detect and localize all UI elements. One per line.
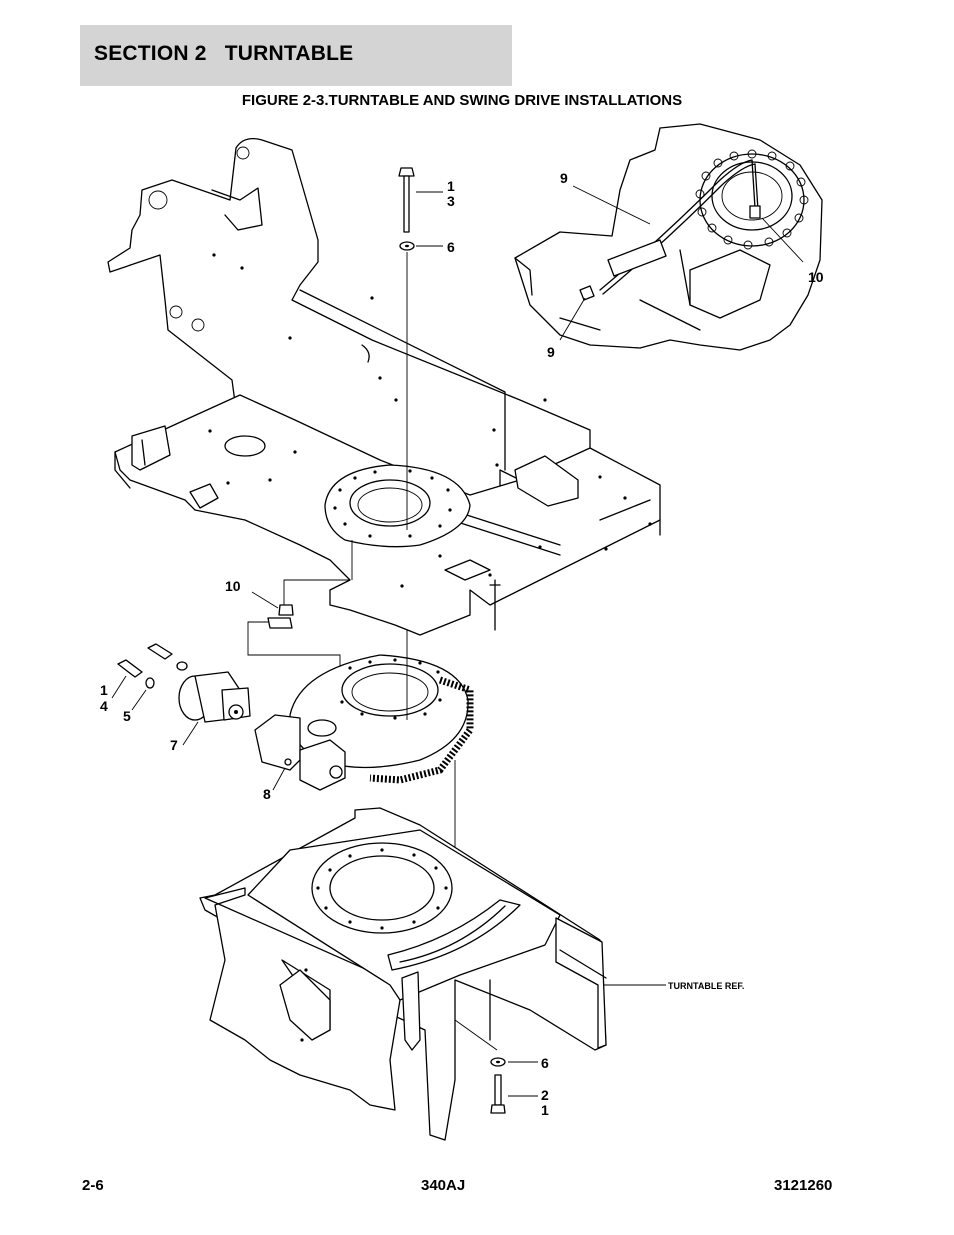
callout-9-lower: 9 [547,344,555,360]
bearing-bolt-holes [340,658,442,720]
footer-doc-number: 3121260 [774,1177,833,1194]
motor-hardware [111,643,188,711]
leader-10-inset [761,217,804,263]
inset-bolt-circle [695,149,809,250]
leader-9-upper [572,185,651,225]
frame-holes [208,253,652,588]
section-title: SECTION 2 TURNTABLE [94,42,354,65]
footer-page-number: 2-6 [82,1177,104,1194]
turntable-ref-label: TURNTABLE REF. [668,981,744,991]
footer-model: 340AJ [421,1177,466,1194]
callout-10-fitting: 10 [225,578,241,594]
callout-2-bottom: 2 [541,1087,549,1103]
chassis-bolt-holes [300,848,448,1042]
swing-bearing [289,654,474,784]
turntable-frame [107,137,661,636]
section-header: SECTION 2 TURNTABLE [80,25,512,86]
callout-8: 8 [263,786,271,802]
callout-7: 7 [170,737,178,753]
callout-9-upper: 9 [560,170,568,186]
callout-5: 5 [123,708,131,724]
swing-motor [178,671,251,746]
callout-4-bolt: 4 [100,698,108,714]
swing-drive-housing [254,714,346,791]
callout-3-top: 3 [447,193,455,209]
callout-6-top: 6 [447,239,455,255]
callout-10-inset: 10 [808,269,824,285]
callout-1-top: 1 [447,178,455,194]
leader-9-lower [559,297,586,341]
figure-title: FIGURE 2-3.TURNTABLE AND SWING DRIVE INS… [241,92,683,109]
hydraulic-line [247,540,353,680]
chassis-base [199,807,666,1141]
callout-1-bolt: 1 [100,682,108,698]
bottom-bolt-assembly [454,1019,538,1114]
inset-detail [514,123,823,351]
callout-1-bottom: 1 [541,1102,549,1118]
top-bolt-assembly [398,167,443,530]
callout-6-bottom: 6 [541,1055,549,1071]
